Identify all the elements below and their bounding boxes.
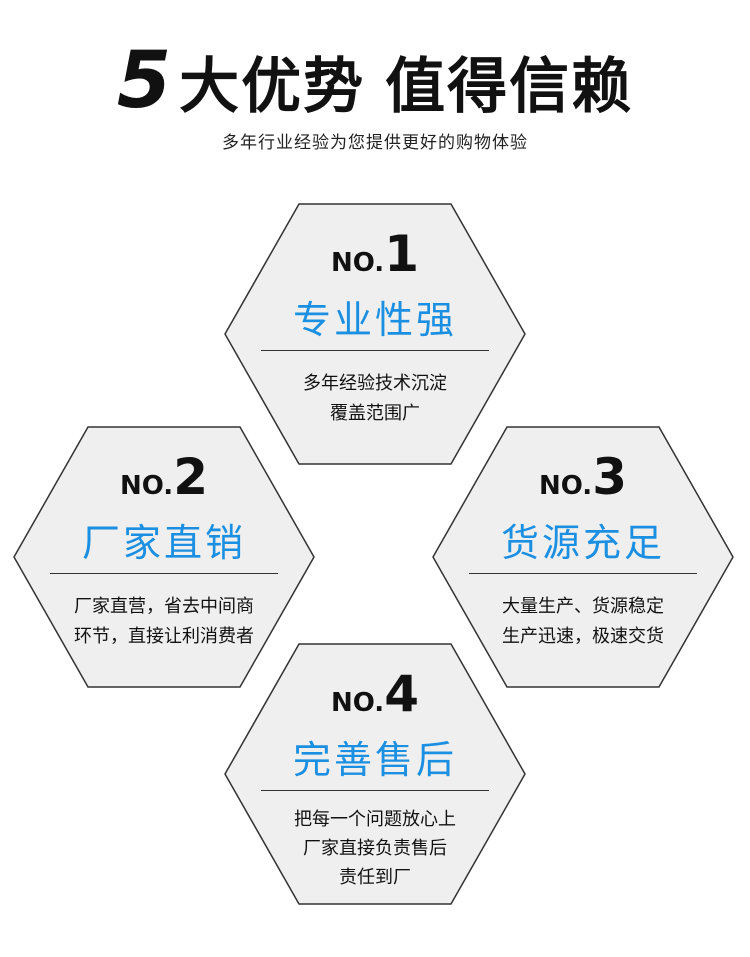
page-subtitle: 多年行业经验为您提供更好的购物体验 bbox=[222, 133, 528, 153]
advantage-title: 货源充足 bbox=[500, 521, 665, 565]
advantage-number: NO.1 bbox=[331, 225, 419, 283]
title-part2: 值得信赖 bbox=[385, 52, 634, 122]
divider bbox=[261, 350, 489, 351]
divider bbox=[261, 790, 489, 791]
advantage-number: NO.4 bbox=[331, 665, 419, 723]
advantage-description: 厂家直营，省去中间商 环节，直接让利消费者 bbox=[74, 596, 254, 647]
advantage-card-1: NO.1 专业性强 多年经验技术沉淀 覆盖范围广 bbox=[223, 203, 527, 465]
hexagon-shape bbox=[224, 643, 526, 905]
advantage-card-4: NO.4 完善售后 把每一个问题放心上 厂家直接负责售后 责任到厂 bbox=[223, 643, 527, 905]
hexagon-shape bbox=[224, 203, 526, 465]
title-number: 5 bbox=[116, 36, 172, 126]
hexagon-shape bbox=[13, 426, 315, 688]
advantage-title: 厂家直销 bbox=[81, 521, 246, 565]
title-part1: 大优势 bbox=[179, 52, 366, 122]
divider bbox=[50, 573, 278, 574]
advantage-description: 多年经验技术沉淀 覆盖范围广 bbox=[303, 373, 447, 424]
advantage-description: 大量生产、货源稳定 生产迅速，极速交货 bbox=[502, 596, 664, 647]
hexagon-shape bbox=[432, 426, 734, 688]
advantage-title: 完善售后 bbox=[292, 738, 457, 782]
advantage-number: NO.2 bbox=[120, 448, 208, 506]
advantage-card-2: NO.2 厂家直销 厂家直营，省去中间商 环节，直接让利消费者 bbox=[12, 426, 316, 688]
divider bbox=[469, 573, 697, 574]
advantage-title: 专业性强 bbox=[292, 298, 457, 342]
advantage-description: 把每一个问题放心上 厂家直接负责售后 责任到厂 bbox=[294, 809, 456, 888]
advantage-card-3: NO.3 货源充足 大量生产、货源稳定 生产迅速，极速交货 bbox=[431, 426, 735, 688]
advantage-number: NO.3 bbox=[539, 448, 627, 506]
